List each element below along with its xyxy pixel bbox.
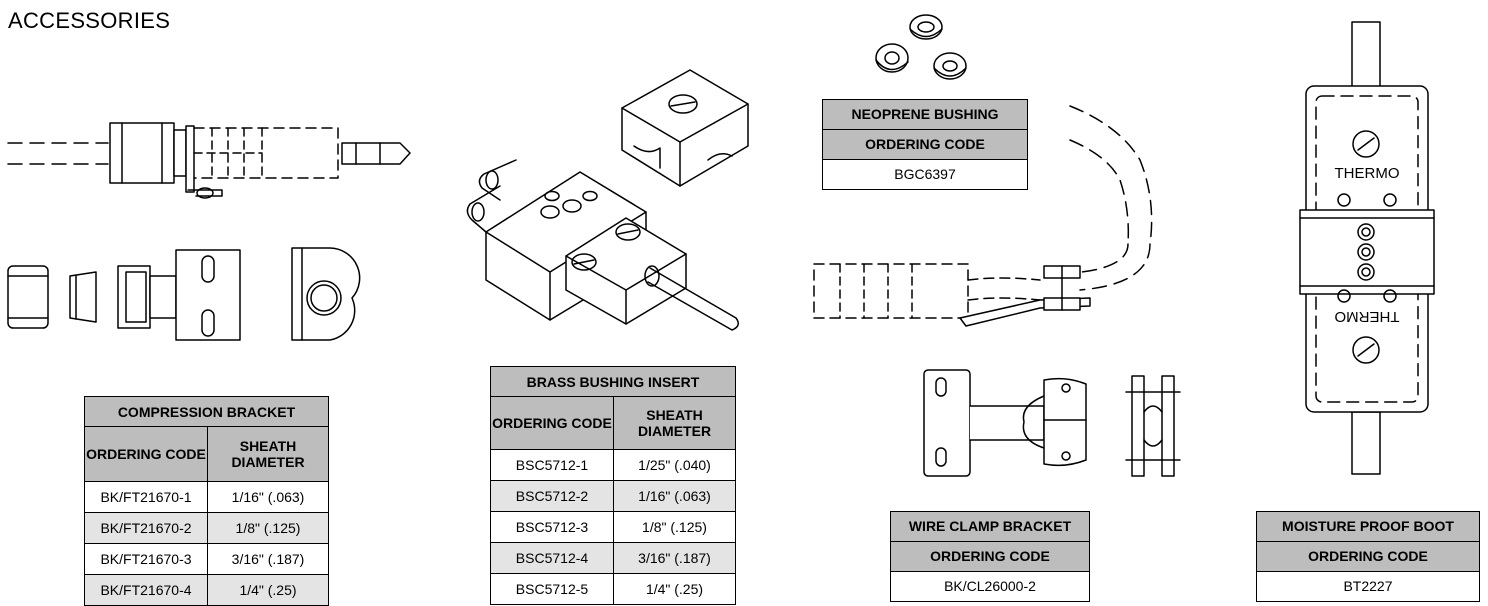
wire-clamp-bracket-table: WIRE CLAMP BRACKET ORDERING CODE BK/CL26…: [890, 511, 1090, 602]
moisture-proof-boot-table: MOISTURE PROOF BOOT ORDERING CODE BT2227: [1256, 511, 1480, 602]
page-title: ACCESSORIES: [8, 8, 171, 33]
boot-brand-label-top: THERMO: [1335, 165, 1400, 182]
ordering-code: BSC5712-3: [490, 511, 614, 543]
ordering-code: BSC5712-4: [490, 542, 614, 574]
compression-bracket-table: COMPRESSION BRACKET ORDERING CODE SHEATH…: [84, 396, 329, 606]
sheath-diameter: 3/16" (.187): [207, 543, 329, 575]
ordering-code: BSC5712-2: [490, 480, 614, 512]
ordering-code-value: BK/CL26000-2: [891, 572, 1089, 601]
compression-parts-exploded-drawing: [7, 247, 361, 341]
sheath-diameter: 1/16" (.063): [207, 481, 329, 513]
moisture-proof-boot-drawing: [1299, 21, 1435, 475]
sheath-diameter: 1/16" (.063): [613, 480, 736, 512]
ordering-code-value: BGC6397: [823, 160, 1027, 189]
ordering-code: BK/FT21670-2: [84, 512, 208, 544]
neoprene-bushing-washers-drawing: [875, 14, 967, 80]
column-header-ordering-code: ORDERING CODE: [490, 396, 614, 450]
ordering-code: BSC5712-1: [490, 449, 614, 481]
brass-bushing-connector-drawing: [466, 69, 749, 331]
column-header-sheath-diameter: SHEATH DIAMETER: [613, 396, 736, 450]
sheath-diameter: 1/4" (.25): [613, 573, 736, 605]
table-row: BSC5712-4 3/16" (.187): [490, 542, 736, 574]
ordering-code-label: ORDERING CODE: [823, 130, 1027, 160]
ordering-code: BK/FT21670-4: [84, 574, 208, 606]
table-row: BK/FT21670-1 1/16" (.063): [84, 481, 329, 513]
sheath-diameter: 3/16" (.187): [613, 542, 736, 574]
column-header-ordering-code: ORDERING CODE: [84, 426, 208, 482]
compression-fitting-assembly-drawing: [7, 122, 411, 199]
ordering-code: BSC5712-5: [490, 573, 614, 605]
table-title: WIRE CLAMP BRACKET: [891, 512, 1089, 542]
boot-brand-label-bottom: THERMO: [1335, 308, 1400, 325]
sheath-diameter: 1/8" (.125): [207, 512, 329, 544]
table-row: BSC5712-3 1/8" (.125): [490, 511, 736, 543]
table-title: BRASS BUSHING INSERT: [490, 366, 736, 397]
sheath-diameter: 1/25" (.040): [613, 449, 736, 481]
wire-clamp-bracket-parts-drawing: [923, 369, 1181, 477]
neoprene-bushing-table: NEOPRENE BUSHING ORDERING CODE BGC6397: [822, 99, 1028, 190]
table-title: COMPRESSION BRACKET: [84, 396, 329, 427]
ordering-code: BK/FT21670-3: [84, 543, 208, 575]
ordering-code: BK/FT21670-1: [84, 481, 208, 513]
ordering-code-label: ORDERING CODE: [891, 542, 1089, 572]
ordering-code-label: ORDERING CODE: [1257, 542, 1479, 572]
table-row: BSC5712-1 1/25" (.040): [490, 449, 736, 481]
table-row: BSC5712-2 1/16" (.063): [490, 480, 736, 512]
table-row: BK/FT21670-4 1/4" (.25): [84, 574, 329, 606]
column-header-sheath-diameter: SHEATH DIAMETER: [207, 426, 329, 482]
table-title: MOISTURE PROOF BOOT: [1257, 512, 1479, 542]
sheath-diameter: 1/8" (.125): [613, 511, 736, 543]
sheath-diameter: 1/4" (.25): [207, 574, 329, 606]
table-row: BSC5712-5 1/4" (.25): [490, 573, 736, 605]
wire-clamp-assembly-drawing: [813, 105, 1153, 327]
table-row: BK/FT21670-3 3/16" (.187): [84, 543, 329, 575]
table-title: NEOPRENE BUSHING: [823, 100, 1027, 130]
ordering-code-value: BT2227: [1257, 572, 1479, 601]
table-row: BK/FT21670-2 1/8" (.125): [84, 512, 329, 544]
brass-bushing-insert-table: BRASS BUSHING INSERT ORDERING CODE SHEAT…: [490, 366, 736, 605]
